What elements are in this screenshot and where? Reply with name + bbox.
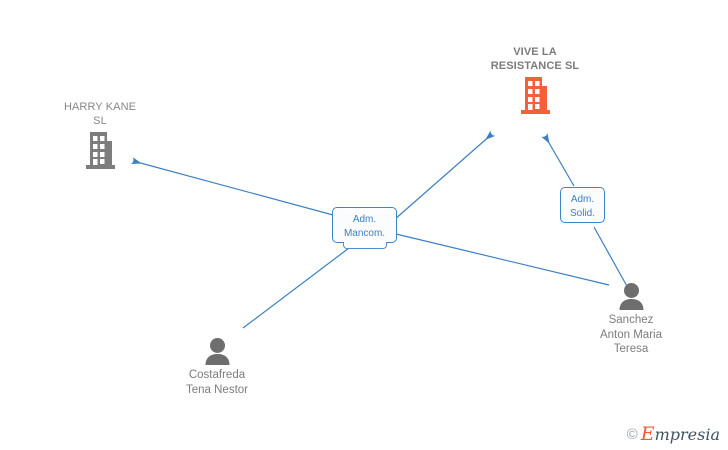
edge-mancom-to-harry-kane bbox=[130, 157, 334, 216]
copyright-icon: © bbox=[626, 426, 638, 443]
company-label-vive-la-resistance-sl: VIVE LA RESISTANCE SL bbox=[490, 46, 580, 72]
watermark-empresia: © E mpresia bbox=[627, 425, 720, 444]
person-label-costafreda-tena-nestor: Costafreda Tena Nestor bbox=[185, 369, 248, 396]
company-node-vive-la-resistance-sl[interactable]: VIVE LA RESISTANCE SL bbox=[460, 45, 610, 114]
edge-sanchez-to-solid bbox=[593, 226, 629, 289]
edge-sanchez-to-mancom bbox=[395, 233, 610, 286]
edge-mancom-to-vive-la-resistance bbox=[393, 130, 496, 221]
person-icon bbox=[619, 283, 643, 310]
role-box-adm-mancom[interactable]: Adm. Mancom. bbox=[332, 207, 397, 243]
person-node-sanchez-anton-maria-teresa[interactable]: Sanchez Anton Maria Teresa bbox=[556, 283, 706, 357]
watermark-brand-initial: E bbox=[640, 423, 655, 445]
company-node-harry-kane-sl[interactable]: HARRY KANE SL bbox=[25, 100, 175, 169]
person-label-sanchez-anton-maria-teresa: Sanchez Anton Maria Teresa bbox=[599, 314, 662, 355]
company-label-harry-kane-sl: HARRY KANE SL bbox=[63, 101, 137, 127]
watermark-brand-name: mpresia bbox=[654, 424, 720, 444]
role-box-adm-solid[interactable]: Adm. Solid. bbox=[560, 187, 605, 223]
person-icon bbox=[205, 338, 229, 365]
building-icon bbox=[85, 132, 115, 169]
person-node-costafreda-tena-nestor[interactable]: Costafreda Tena Nestor bbox=[142, 338, 292, 397]
building-icon bbox=[520, 77, 550, 114]
edge-costafreda-to-mancom bbox=[242, 244, 354, 329]
role-box-tab-adm-mancom bbox=[343, 242, 387, 249]
edge-solid-to-vive-la-resistance bbox=[541, 133, 575, 187]
